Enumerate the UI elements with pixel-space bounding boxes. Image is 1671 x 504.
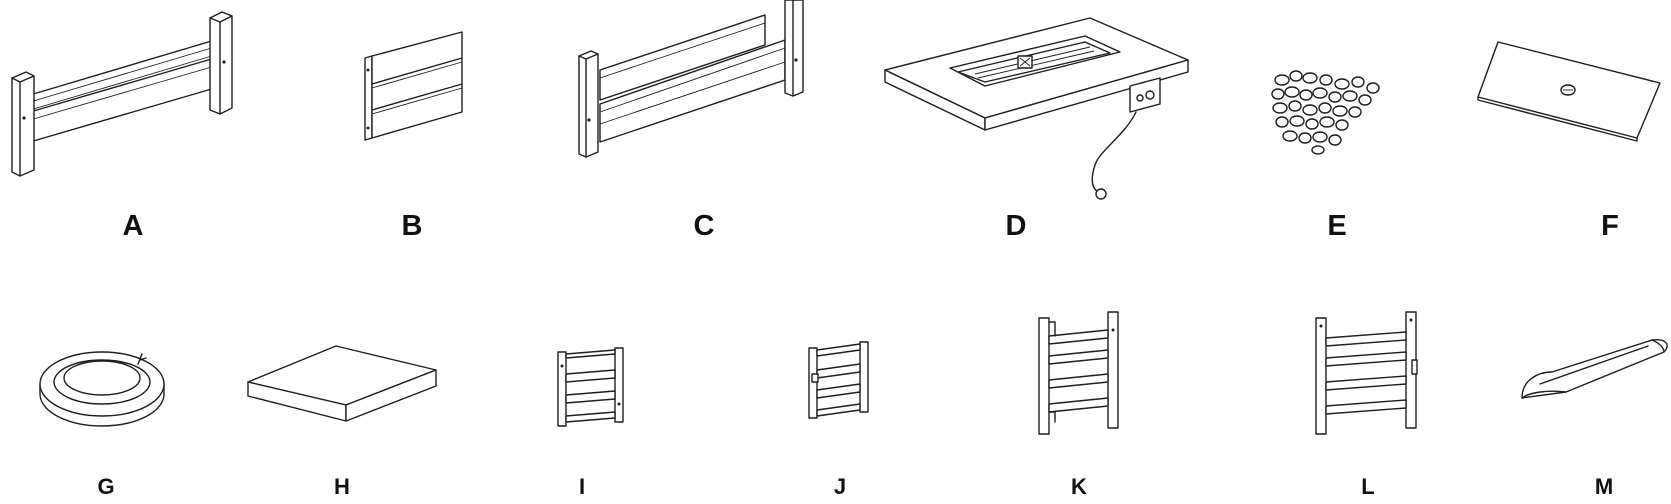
part-g-burner-ring-icon bbox=[39, 351, 165, 427]
part-label-k: K bbox=[1071, 474, 1087, 499]
part-label-g: G bbox=[97, 474, 115, 499]
part-b-panel-icon bbox=[364, 31, 463, 141]
part-i-ladder-frame-icon bbox=[557, 347, 624, 427]
part-label-c: C bbox=[693, 210, 715, 242]
part-h-table-top-icon bbox=[247, 345, 437, 422]
part-label-f: F bbox=[1601, 210, 1619, 242]
part-k-ladder-frame-icon bbox=[1038, 311, 1119, 435]
part-label-d: D bbox=[1005, 210, 1027, 242]
part-label-m: M bbox=[1594, 474, 1614, 499]
part-m-trim-cover-icon bbox=[1521, 338, 1668, 399]
part-label-l: L bbox=[1361, 474, 1375, 499]
part-j-ladder-frame-icon bbox=[808, 341, 869, 419]
part-label-b: B bbox=[401, 210, 423, 242]
part-d-burner-tray-icon bbox=[884, 17, 1189, 200]
part-a-rail-icon bbox=[11, 11, 233, 177]
part-f-cover-plate-icon bbox=[1477, 41, 1661, 142]
part-label-e: E bbox=[1327, 210, 1347, 242]
part-e-glass-stones-icon bbox=[1271, 70, 1380, 155]
part-label-i: I bbox=[578, 474, 586, 499]
part-label-j: J bbox=[833, 474, 847, 499]
part-label-h: H bbox=[334, 474, 350, 499]
part-c-rail-icon bbox=[578, 0, 804, 158]
part-label-a: A bbox=[122, 210, 144, 242]
part-l-ladder-frame-icon bbox=[1315, 311, 1418, 435]
